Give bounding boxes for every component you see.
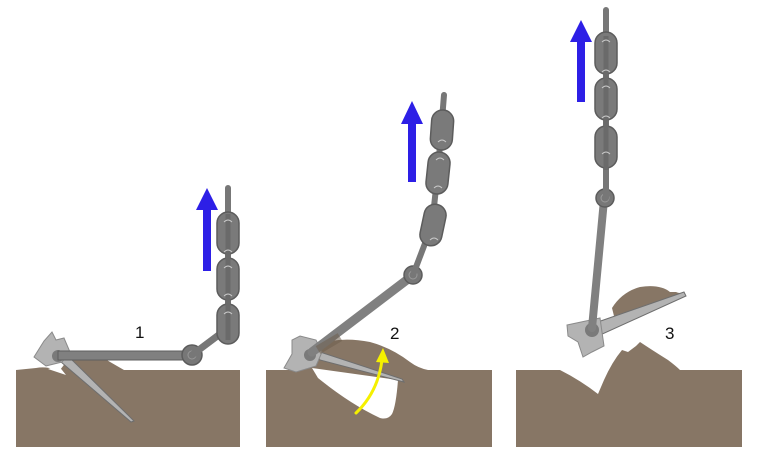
rotation-arrow-2 (354, 348, 389, 415)
gap-1 (48, 365, 66, 375)
seabed-1 (16, 367, 240, 447)
chain-3 (594, 7, 618, 201)
anchor-shank-1 (57, 350, 191, 361)
shank-buried-2 (315, 333, 343, 354)
panel-label-1: 1 (135, 323, 144, 342)
panel-3: 3 (516, 7, 742, 447)
pull-arrow-3 (570, 20, 592, 102)
chain-1 (216, 185, 240, 345)
panel-label-3: 3 (665, 324, 674, 343)
anchor-shank-3 (588, 196, 608, 332)
panel-label-2: 2 (390, 324, 399, 343)
chain-2 (410, 92, 455, 277)
panel-2: 2 (266, 92, 492, 447)
anchor-head-2 (283, 335, 323, 373)
pull-arrow-1 (196, 188, 218, 271)
soil-clump-3 (612, 286, 684, 316)
panel-1: 1 (16, 185, 240, 447)
pull-arrow-2 (401, 101, 423, 182)
seabed-3 (516, 342, 742, 447)
anchor-head-3 (566, 317, 605, 358)
